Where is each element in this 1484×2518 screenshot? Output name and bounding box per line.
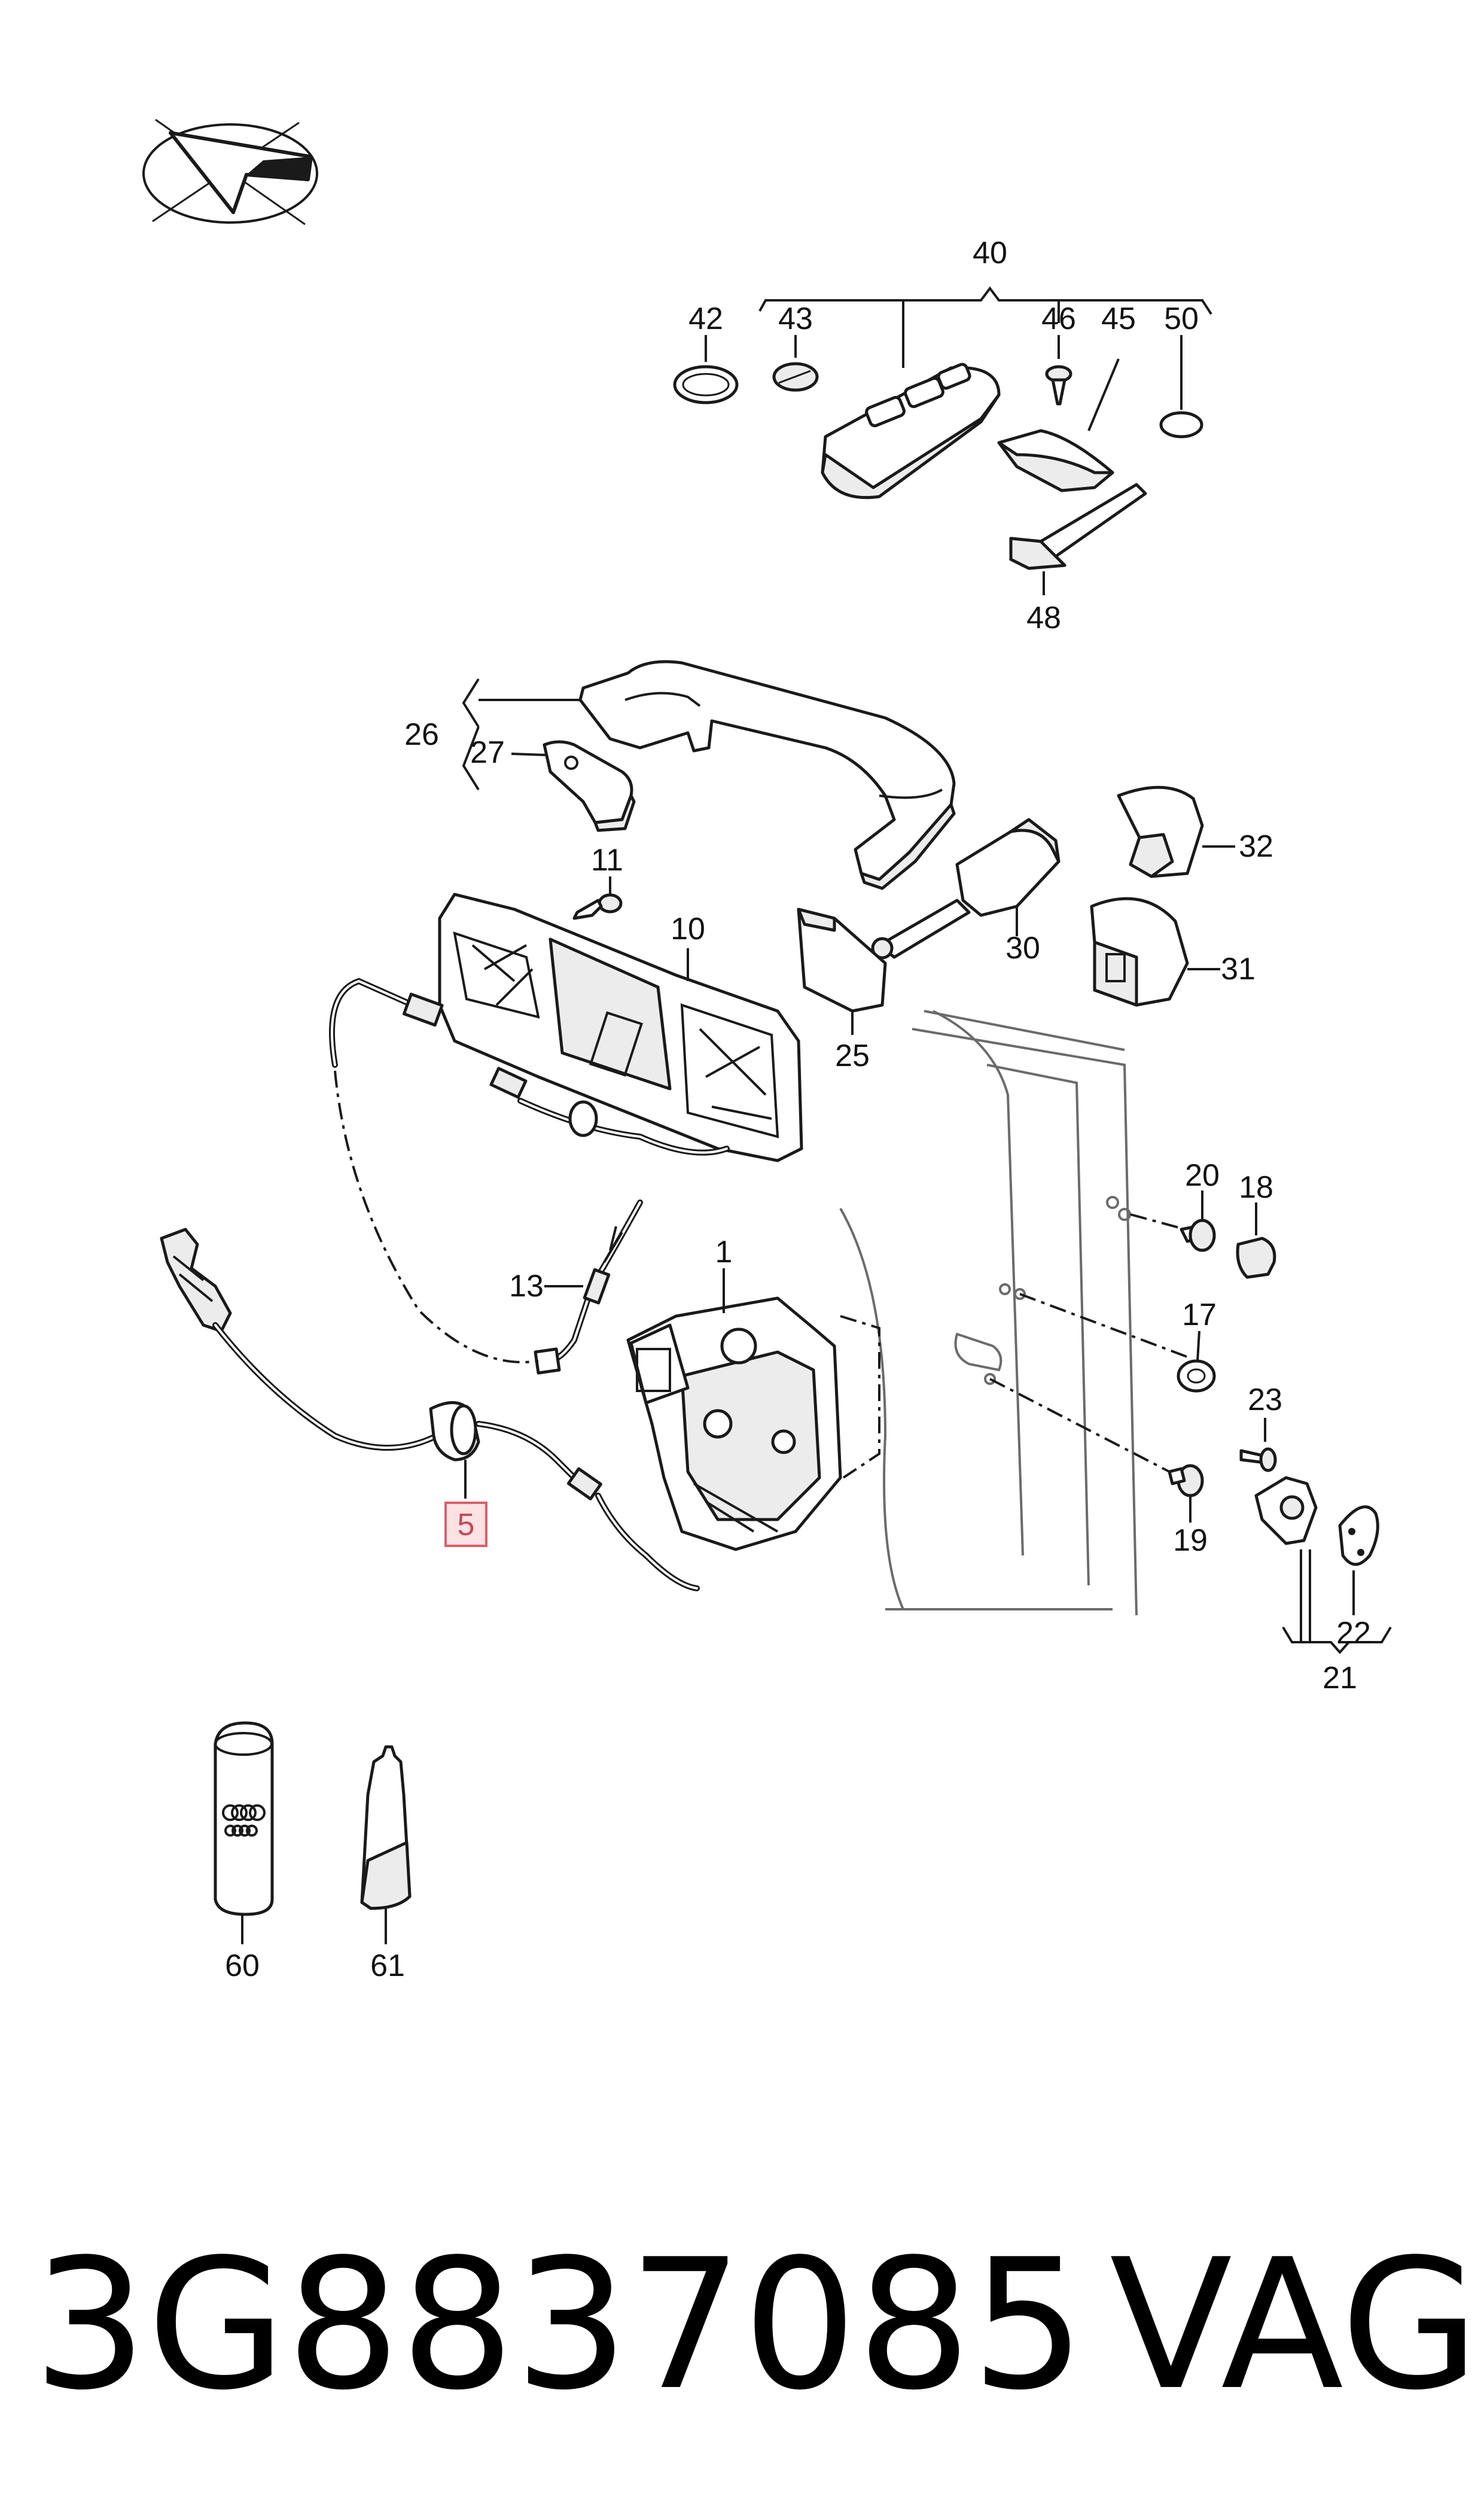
handle-carrier [329, 876, 803, 1162]
bowden-cable-13 [334, 1070, 643, 1375]
label-19: 19 [1173, 1523, 1208, 1558]
rings-logo-icon [222, 1804, 266, 1837]
trim-cap [797, 908, 887, 1035]
door-outline [839, 1010, 1197, 1616]
key-group [673, 286, 1212, 595]
footer: 3G8837085 VAG [33, 2221, 1479, 2429]
label-25: 25 [835, 1039, 870, 1073]
release-cable-5 [160, 1228, 700, 1591]
highlighted-part-callout: 5 [444, 1502, 487, 1547]
consumables [214, 1721, 412, 1944]
label-18: 18 [1239, 1170, 1273, 1205]
part-labels: 40 42 43 46 45 50 48 26 27 11 10 32 30 3… [225, 236, 1371, 1983]
label-23: 23 [1248, 1383, 1282, 1417]
label-1: 1 [715, 1235, 733, 1269]
part-number: 3G8837085 [33, 2221, 1085, 2429]
label-61: 61 [370, 1948, 405, 1983]
label-43: 43 [778, 302, 813, 336]
label-32: 32 [1239, 829, 1273, 864]
cover-caps [1090, 785, 1235, 1007]
label-46: 46 [1041, 302, 1076, 336]
hardware-group [1168, 1191, 1392, 1655]
label-21: 21 [1323, 1661, 1357, 1695]
label-31: 31 [1221, 952, 1256, 987]
label-27: 27 [470, 735, 505, 770]
label-17: 17 [1182, 1298, 1217, 1332]
label-45: 45 [1101, 302, 1136, 336]
door-handle-group [462, 660, 956, 890]
label-22: 22 [1336, 1616, 1371, 1651]
brand-name: VAG [1110, 2221, 1479, 2429]
label-11: 11 [591, 843, 623, 878]
label-10: 10 [671, 912, 705, 946]
label-26: 26 [404, 717, 439, 752]
label-50: 50 [1164, 302, 1199, 336]
label-30: 30 [1005, 931, 1040, 966]
label-13: 13 [509, 1269, 544, 1304]
label-42: 42 [688, 302, 723, 336]
label-40: 40 [973, 236, 1007, 270]
label-48: 48 [1026, 601, 1061, 635]
orientation-compass-icon [142, 118, 318, 226]
label-20: 20 [1185, 1158, 1220, 1193]
door-lock-mechanism [626, 1268, 842, 1551]
label-5: 5 [458, 1508, 475, 1542]
lock-cylinder [871, 818, 1061, 960]
label-60: 60 [225, 1948, 260, 1983]
